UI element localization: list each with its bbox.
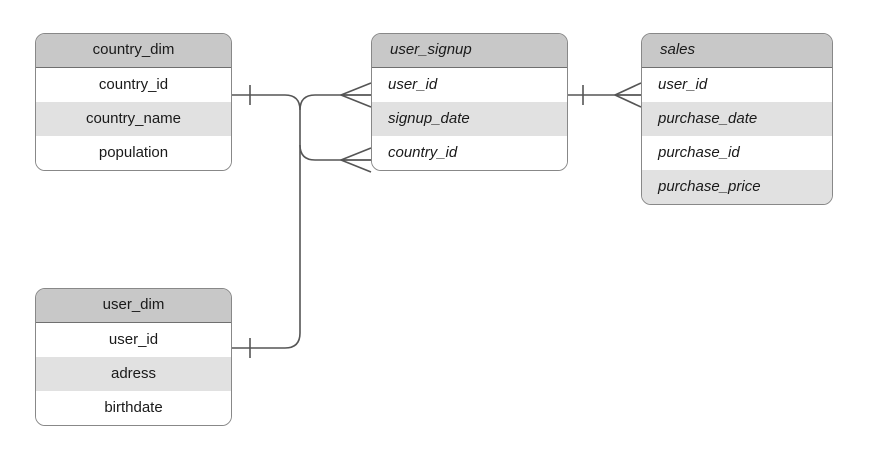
entity-column-signup-date: signup_date [372,102,567,136]
entity-title-user-signup: user_signup [372,34,567,68]
relationship-user-signup-to-sales [568,82,642,108]
entity-column-user-id: user_id [372,68,567,102]
entity-table-sales[interactable]: sales user_id purchase_date purchase_id … [641,33,833,205]
entity-column-purchase-date: purchase_date [642,102,832,136]
cardinality-many-crowfoot-sales-user-id [613,82,642,108]
relationship-country-dim-to-user-signup [232,94,371,349]
entity-column-country-id: country_id [36,68,231,102]
cardinality-many-crowfoot-user-signup-country-id [338,147,372,173]
entity-title-country-dim: country_dim [36,34,231,68]
entity-table-user-dim[interactable]: user_dim user_id adress birthdate [35,288,232,426]
connector-branch-country-id [299,144,371,161]
entity-table-user-signup[interactable]: user_signup user_id signup_date country_… [371,33,568,171]
connector-trunk-line [232,94,301,349]
entity-column-purchase-price: purchase_price [642,170,832,204]
connector-branch-user-id [299,94,371,111]
entity-column-user-id: user_id [642,68,832,102]
entity-column-birthdate: birthdate [36,391,231,425]
entity-title-sales: sales [642,34,832,68]
entity-table-country-dim[interactable]: country_dim country_id country_name popu… [35,33,232,171]
entity-column-user-id: user_id [36,323,231,357]
entity-column-country-id: country_id [372,136,567,170]
entity-column-country-name: country_name [36,102,231,136]
cardinality-many-crowfoot-user-signup-user-id [338,82,372,108]
entity-column-adress: adress [36,357,231,391]
entity-title-user-dim: user_dim [36,289,231,323]
entity-column-population: population [36,136,231,170]
entity-column-purchase-id: purchase_id [642,136,832,170]
